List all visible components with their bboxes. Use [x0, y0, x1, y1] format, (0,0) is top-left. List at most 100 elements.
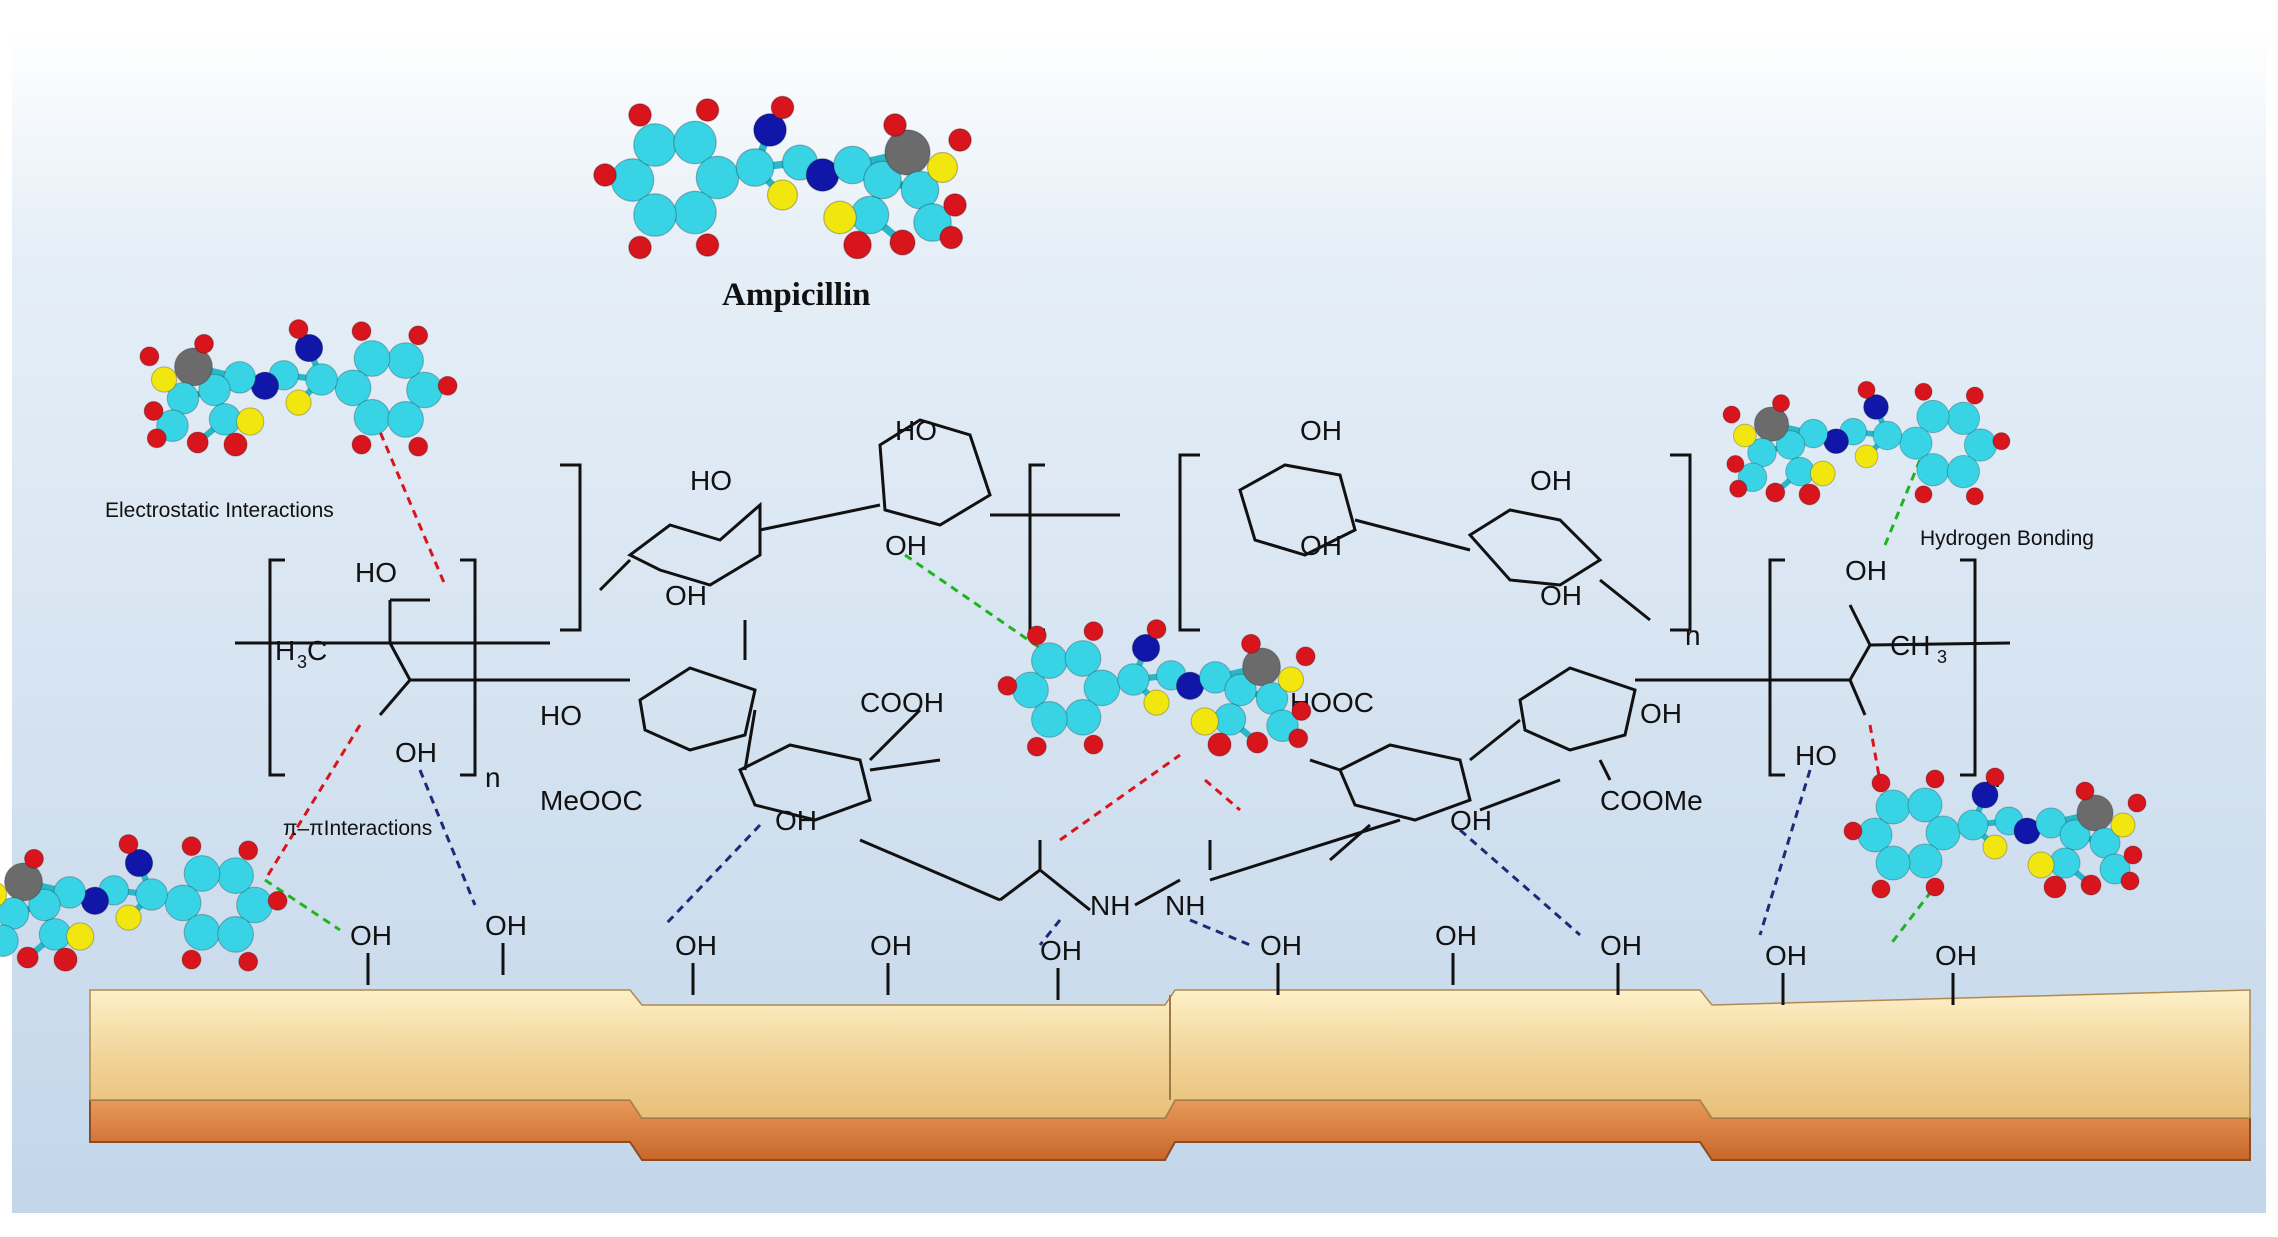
oxygen-atom — [143, 401, 164, 421]
surface-oh-label: OH — [870, 930, 912, 961]
oxygen-atom — [889, 229, 916, 256]
oxygen-atom — [24, 848, 44, 869]
carbon-atom — [1925, 815, 1961, 851]
oxygen-atom — [2080, 874, 2102, 896]
carbon-atom — [334, 369, 372, 407]
label-c: C — [307, 635, 327, 666]
carbon-atom — [1064, 640, 1102, 677]
pi-pi-label: π–πInteractions — [283, 817, 432, 840]
oxygen-atom — [1207, 732, 1232, 757]
oxygen-atom — [1729, 479, 1748, 498]
oxygen-atom — [1798, 483, 1821, 506]
carbon-atom — [387, 401, 424, 438]
sulfur-atom — [766, 179, 799, 211]
oxygen-atom — [883, 113, 907, 137]
oxygen-atom — [2127, 793, 2147, 813]
sulfur-atom — [1982, 834, 2008, 860]
sulfur-atom — [236, 407, 265, 436]
oxygen-atom — [1026, 625, 1047, 646]
carbon-atom — [850, 195, 890, 235]
oxygen-atom — [1026, 736, 1047, 757]
ampicillin-ball-model — [0, 834, 288, 972]
oxygen-atom — [118, 834, 139, 855]
carbon-atom — [2059, 819, 2091, 851]
oxygen-atom — [1925, 769, 1945, 789]
carbon-atom — [1775, 430, 1806, 460]
carbon-atom — [1064, 698, 1102, 736]
carbon-atom — [1031, 642, 1068, 679]
oxygen-atom — [1965, 487, 1984, 506]
carbon-atom — [2049, 847, 2081, 879]
oxygen-atom — [194, 333, 214, 354]
ampicillin-molecules — [0, 95, 2147, 972]
label-ho-sugar3: HO — [540, 700, 582, 731]
oxygen-atom — [943, 193, 967, 217]
label-ch3: CH — [1890, 630, 1930, 661]
oxygen-atom — [2123, 845, 2143, 865]
oxygen-atom — [223, 432, 248, 457]
sulfur-atom — [150, 366, 178, 393]
metal-atom — [1753, 406, 1790, 442]
carbon-atom — [735, 148, 775, 187]
carbon-atom — [1907, 843, 1943, 879]
carbon-atom — [38, 918, 72, 951]
carbon-atom — [1899, 426, 1933, 460]
carbon-atom — [1224, 673, 1257, 707]
oxygen-atom — [288, 319, 309, 340]
oxygen-atom — [1871, 773, 1891, 793]
carbon-atom — [1957, 809, 1989, 841]
oxygen-atom — [351, 321, 372, 342]
nitrogen-atom — [294, 333, 324, 363]
label-oh-sugar10: OH — [1450, 805, 1492, 836]
oxygen-atom — [1295, 646, 1316, 667]
oxygen-atom — [408, 436, 429, 457]
carbon-atom — [1916, 453, 1950, 487]
label-ho-sugar2: HO — [895, 415, 937, 446]
carbon-atom — [183, 913, 221, 951]
oxygen-atom — [695, 98, 720, 122]
oxygen-atom — [593, 163, 617, 187]
label-oh-sugar8: OH — [1540, 580, 1582, 611]
substrate-surface — [89, 989, 2251, 1161]
nitrogen-atom — [1971, 781, 1999, 809]
carbon-atom — [673, 120, 717, 165]
carbon-atom — [1907, 787, 1943, 823]
sulfur-atom — [1733, 423, 1757, 448]
carbon-atom — [633, 123, 677, 167]
oxygen-atom — [186, 431, 209, 454]
oxygen-atom — [2043, 875, 2067, 899]
sulfur-atom — [926, 151, 959, 184]
oxygen-atom — [1288, 728, 1309, 749]
label-coome: COOMe — [1600, 785, 1703, 816]
oxygen-atom — [1992, 432, 2011, 451]
oxygen-atom — [997, 675, 1018, 696]
sulfur-atom — [1854, 444, 1879, 469]
oxygen-atom — [1722, 405, 1741, 424]
carbon-atom — [863, 160, 902, 200]
carbon-atom — [1785, 456, 1815, 487]
oxygen-atom — [1146, 619, 1167, 640]
oxygen-atom — [2120, 871, 2140, 891]
ampicillin-ball-model — [139, 319, 458, 457]
label-n-mid: n — [1685, 620, 1701, 651]
metal-atom — [1242, 647, 1281, 687]
polymer-labels: HO H 3 C OH n HO HO OH OH HO MeOOC COOH … — [275, 415, 2001, 921]
carbon-atom — [183, 855, 221, 892]
sulfur-atom — [1143, 689, 1170, 716]
oxygen-atom — [939, 225, 964, 250]
oxygen-atom — [1083, 621, 1104, 642]
carbon-atom — [198, 373, 231, 407]
oxygen-atom — [1965, 386, 1984, 405]
carbon-atom — [353, 398, 391, 436]
surface-oh-label: OH — [1040, 935, 1082, 966]
label-oh-right: OH — [1845, 555, 1887, 586]
sulfur-atom — [0, 882, 8, 907]
label-oh-sugar6: OH — [1300, 530, 1342, 561]
label-ho-left: HO — [355, 557, 397, 588]
carbon-atom — [305, 363, 338, 396]
ampicillin-ball-model — [997, 619, 1316, 757]
oxygen-atom — [948, 128, 972, 152]
oxygen-atom — [351, 434, 372, 455]
oxygen-atom — [1726, 454, 1745, 474]
sulfur-atom — [1277, 666, 1305, 693]
